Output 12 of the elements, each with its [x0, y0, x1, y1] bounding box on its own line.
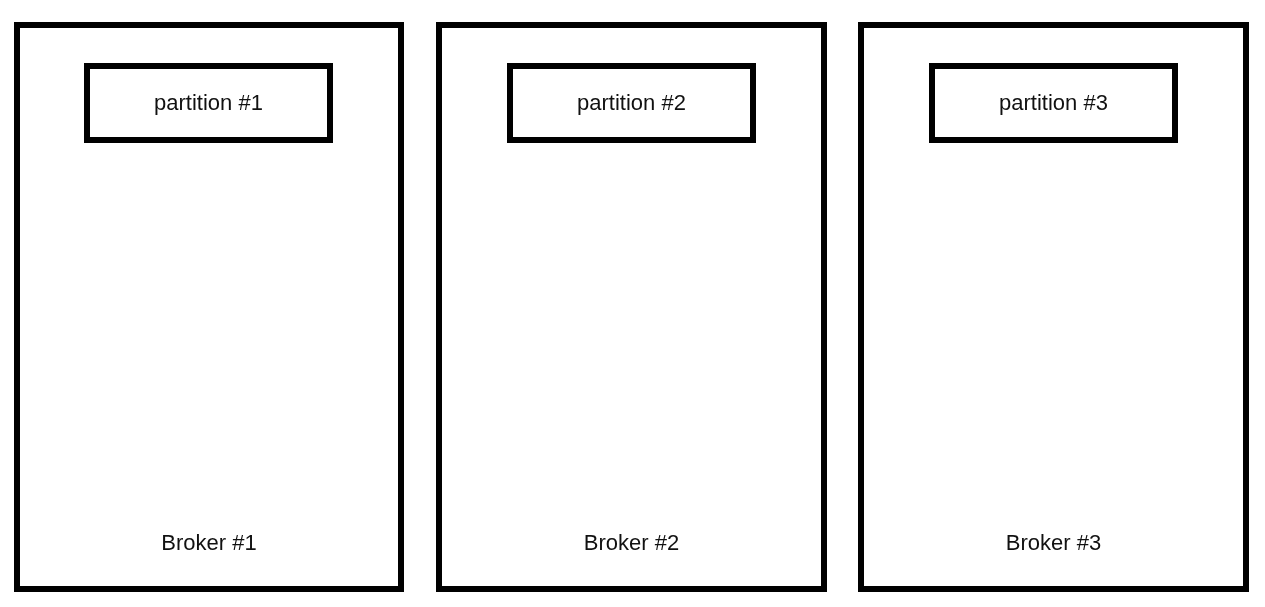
- partition-label: partition #1: [153, 90, 264, 116]
- broker-label: Broker #1: [160, 530, 258, 556]
- broker-box: [436, 22, 827, 592]
- partition-box: [929, 63, 1178, 143]
- broker-label: Broker #2: [582, 530, 681, 556]
- broker-label: Broker #3: [1004, 530, 1103, 556]
- broker-box: [14, 22, 404, 592]
- broker-box: [858, 22, 1249, 592]
- partition-label: partition #3: [998, 90, 1109, 116]
- partition-box: [507, 63, 756, 143]
- partition-box: [84, 63, 333, 143]
- partition-label: partition #2: [576, 90, 687, 116]
